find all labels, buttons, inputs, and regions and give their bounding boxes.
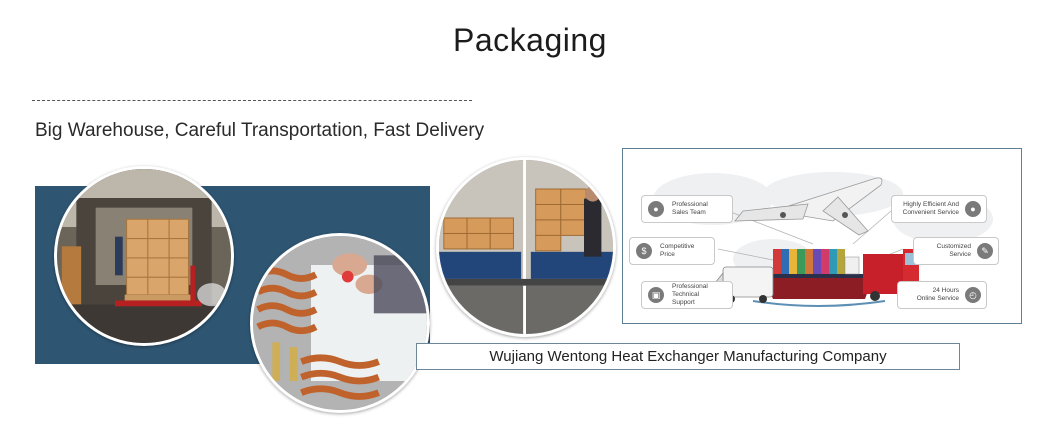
clock-24-icon: ◴ <box>965 287 981 303</box>
monitor-icon: ▣ <box>648 287 664 303</box>
cargo-ship-icon <box>752 249 886 307</box>
people-icon: ● <box>965 201 981 217</box>
company-name-banner: Wujiang Wentong Heat Exchanger Manufactu… <box>416 343 960 370</box>
page-title: Packaging <box>453 22 607 58</box>
copper-coil-packing-photo <box>250 233 430 413</box>
service-label: Convenient Service <box>902 209 959 216</box>
logistics-illustration <box>623 149 1021 323</box>
pencil-icon: ✎ <box>977 243 993 259</box>
service-label: Customized <box>936 243 971 251</box>
service-label: Professional <box>672 201 708 209</box>
service-label: Sales Team <box>672 209 706 216</box>
service-label: 24 Hours <box>932 287 959 295</box>
service-label: Competitive <box>660 243 695 251</box>
airplane-icon <box>734 177 883 236</box>
service-label: Professional <box>672 283 708 291</box>
warehouse-pallet-photo <box>54 166 234 346</box>
service-label: Online Service <box>916 295 959 302</box>
service-label: Technical Support <box>672 291 700 306</box>
price-icon: $ <box>636 243 652 259</box>
service-label: Highly Efficient And <box>903 201 959 209</box>
team-icon: ● <box>648 201 664 217</box>
truck-loading-photo <box>436 157 616 337</box>
subtitle: Big Warehouse, Careful Transportation, F… <box>35 120 485 141</box>
warehouse-illustration <box>57 169 231 343</box>
dashed-divider <box>32 100 472 101</box>
service-label: Service <box>949 251 971 258</box>
service-label: Price <box>660 251 675 258</box>
copper-coil-illustration <box>253 236 427 410</box>
truck-loading-illustration <box>439 160 613 334</box>
